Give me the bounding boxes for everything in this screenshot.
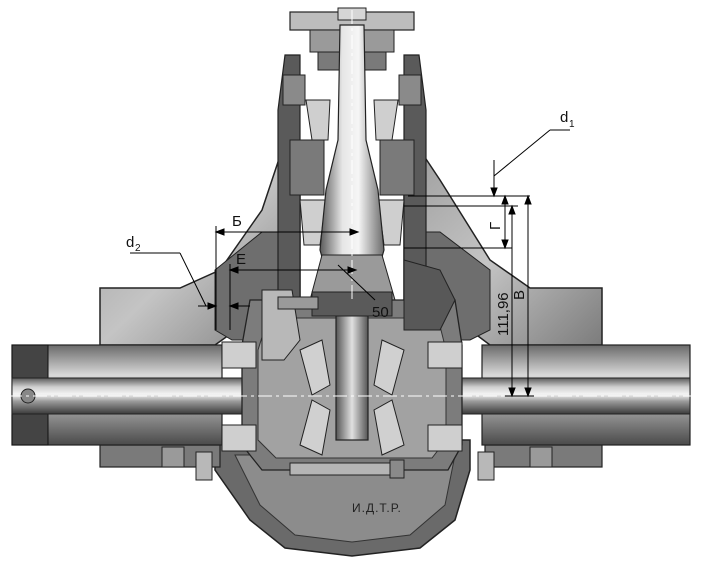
axle-housing xyxy=(99,149,603,557)
label-d2: d 2 xyxy=(126,234,141,254)
label-d2-main: d xyxy=(126,234,134,251)
watermark: И.Д.Т.Р. xyxy=(352,501,402,515)
side-bearings xyxy=(221,341,463,452)
label-d2-sub: 2 xyxy=(135,243,141,254)
label-50: 50 xyxy=(372,304,389,321)
spider-gears xyxy=(299,339,405,456)
lower-bolt xyxy=(289,459,405,479)
label-d1-sub: 1 xyxy=(569,119,575,130)
dimension-lines xyxy=(130,129,570,398)
label-d1: d 1 xyxy=(560,109,575,130)
pinion-housing xyxy=(277,54,427,332)
label-v: В xyxy=(511,290,528,300)
label-e: Е xyxy=(236,251,246,268)
label-g: Г xyxy=(487,222,504,230)
label-dimension-111-96: 111,96 xyxy=(495,292,512,336)
label-b: Б xyxy=(232,213,242,230)
label-d1-main: d xyxy=(560,109,568,126)
